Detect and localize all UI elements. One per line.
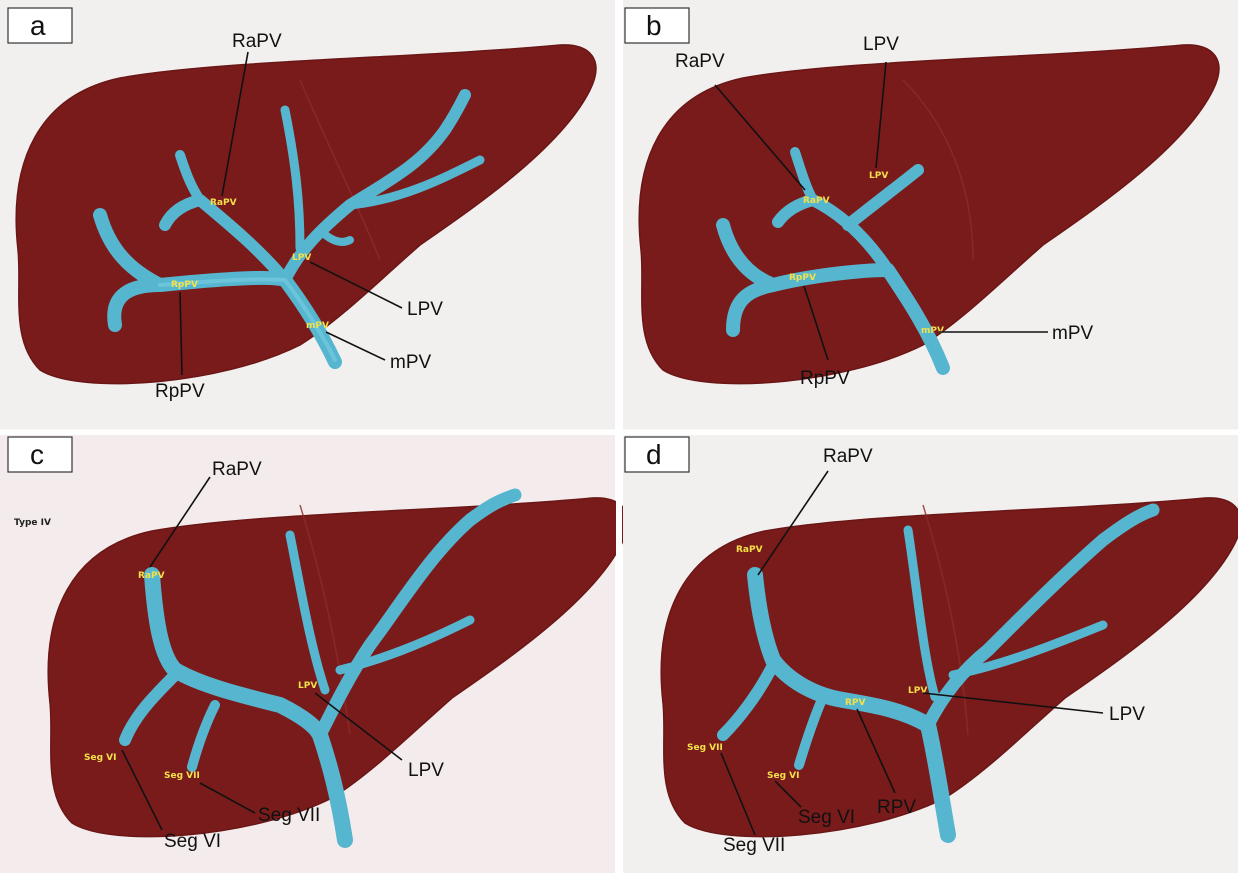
panel-c: RaPV LPV Seg VI Seg VII RaPV LPV Seg VII… — [0, 435, 628, 873]
callout-rapv: RaPV — [823, 446, 873, 467]
drawn-label-rppv: RpPV — [789, 273, 816, 283]
panel-d: RaPV LPV RPV Seg VII Seg VI RaPV LPV Seg… — [623, 435, 1238, 873]
callout-seg-vi: Seg VI — [798, 807, 855, 828]
callout-rpv: RPV — [877, 797, 916, 818]
callout-lpv: LPV — [408, 760, 444, 781]
drawn-label-mpv: mPV — [306, 321, 329, 331]
drawn-label-lpv: LPV — [298, 681, 317, 691]
drawn-label-seg-vii: Seg VII — [164, 771, 200, 781]
drawn-label-rpv: RPV — [845, 698, 866, 708]
callout-seg-vii: Seg VII — [258, 805, 320, 826]
drawn-label-lpv: LPV — [292, 253, 311, 263]
callout-mpv: mPV — [1052, 323, 1094, 344]
drawn-label-rapv: RaPV — [803, 196, 830, 206]
drawn-label-mpv: mPV — [921, 326, 944, 336]
drawn-label-rapv: RaPV — [138, 571, 165, 581]
panel-a: RaPV RpPV LPV mPV RaPV LPV mPV RpPV a — [0, 0, 615, 430]
callout-seg-vi: Seg VI — [164, 831, 221, 852]
callout-rapv: RaPV — [232, 31, 282, 52]
callout-lpv: LPV — [407, 299, 443, 320]
drawn-label-rapv: RaPV — [210, 198, 237, 208]
drawn-label-lpv: LPV — [869, 171, 888, 181]
panel-b-letter: b — [646, 10, 662, 41]
drawn-label-lpv: LPV — [908, 686, 927, 696]
type-note: Type IV — [14, 518, 51, 528]
callout-seg-vii: Seg VII — [723, 835, 785, 856]
panel-a-letter: a — [30, 10, 46, 41]
panel-d-letter: d — [646, 439, 662, 470]
callout-mpv: mPV — [390, 352, 432, 373]
callout-lpv: LPV — [1109, 704, 1145, 725]
drawn-label-rapv: RaPV — [736, 545, 763, 555]
callout-lpv: LPV — [863, 34, 899, 55]
drawn-label-seg-vi: Seg VI — [84, 753, 116, 763]
callout-rppv: RpPV — [800, 368, 850, 389]
callout-rppv: RpPV — [155, 381, 205, 402]
callout-rapv: RaPV — [675, 51, 725, 72]
panel-b: RaPV LPV RpPV mPV RaPV LPV mPV RpPV b — [623, 0, 1238, 430]
callout-rapv: RaPV — [212, 459, 262, 480]
drawn-label-seg-vi: Seg VI — [767, 771, 799, 781]
drawn-label-seg-vii: Seg VII — [687, 743, 723, 753]
drawn-label-rppv: RpPV — [171, 280, 198, 290]
panel-c-letter: c — [30, 439, 44, 470]
